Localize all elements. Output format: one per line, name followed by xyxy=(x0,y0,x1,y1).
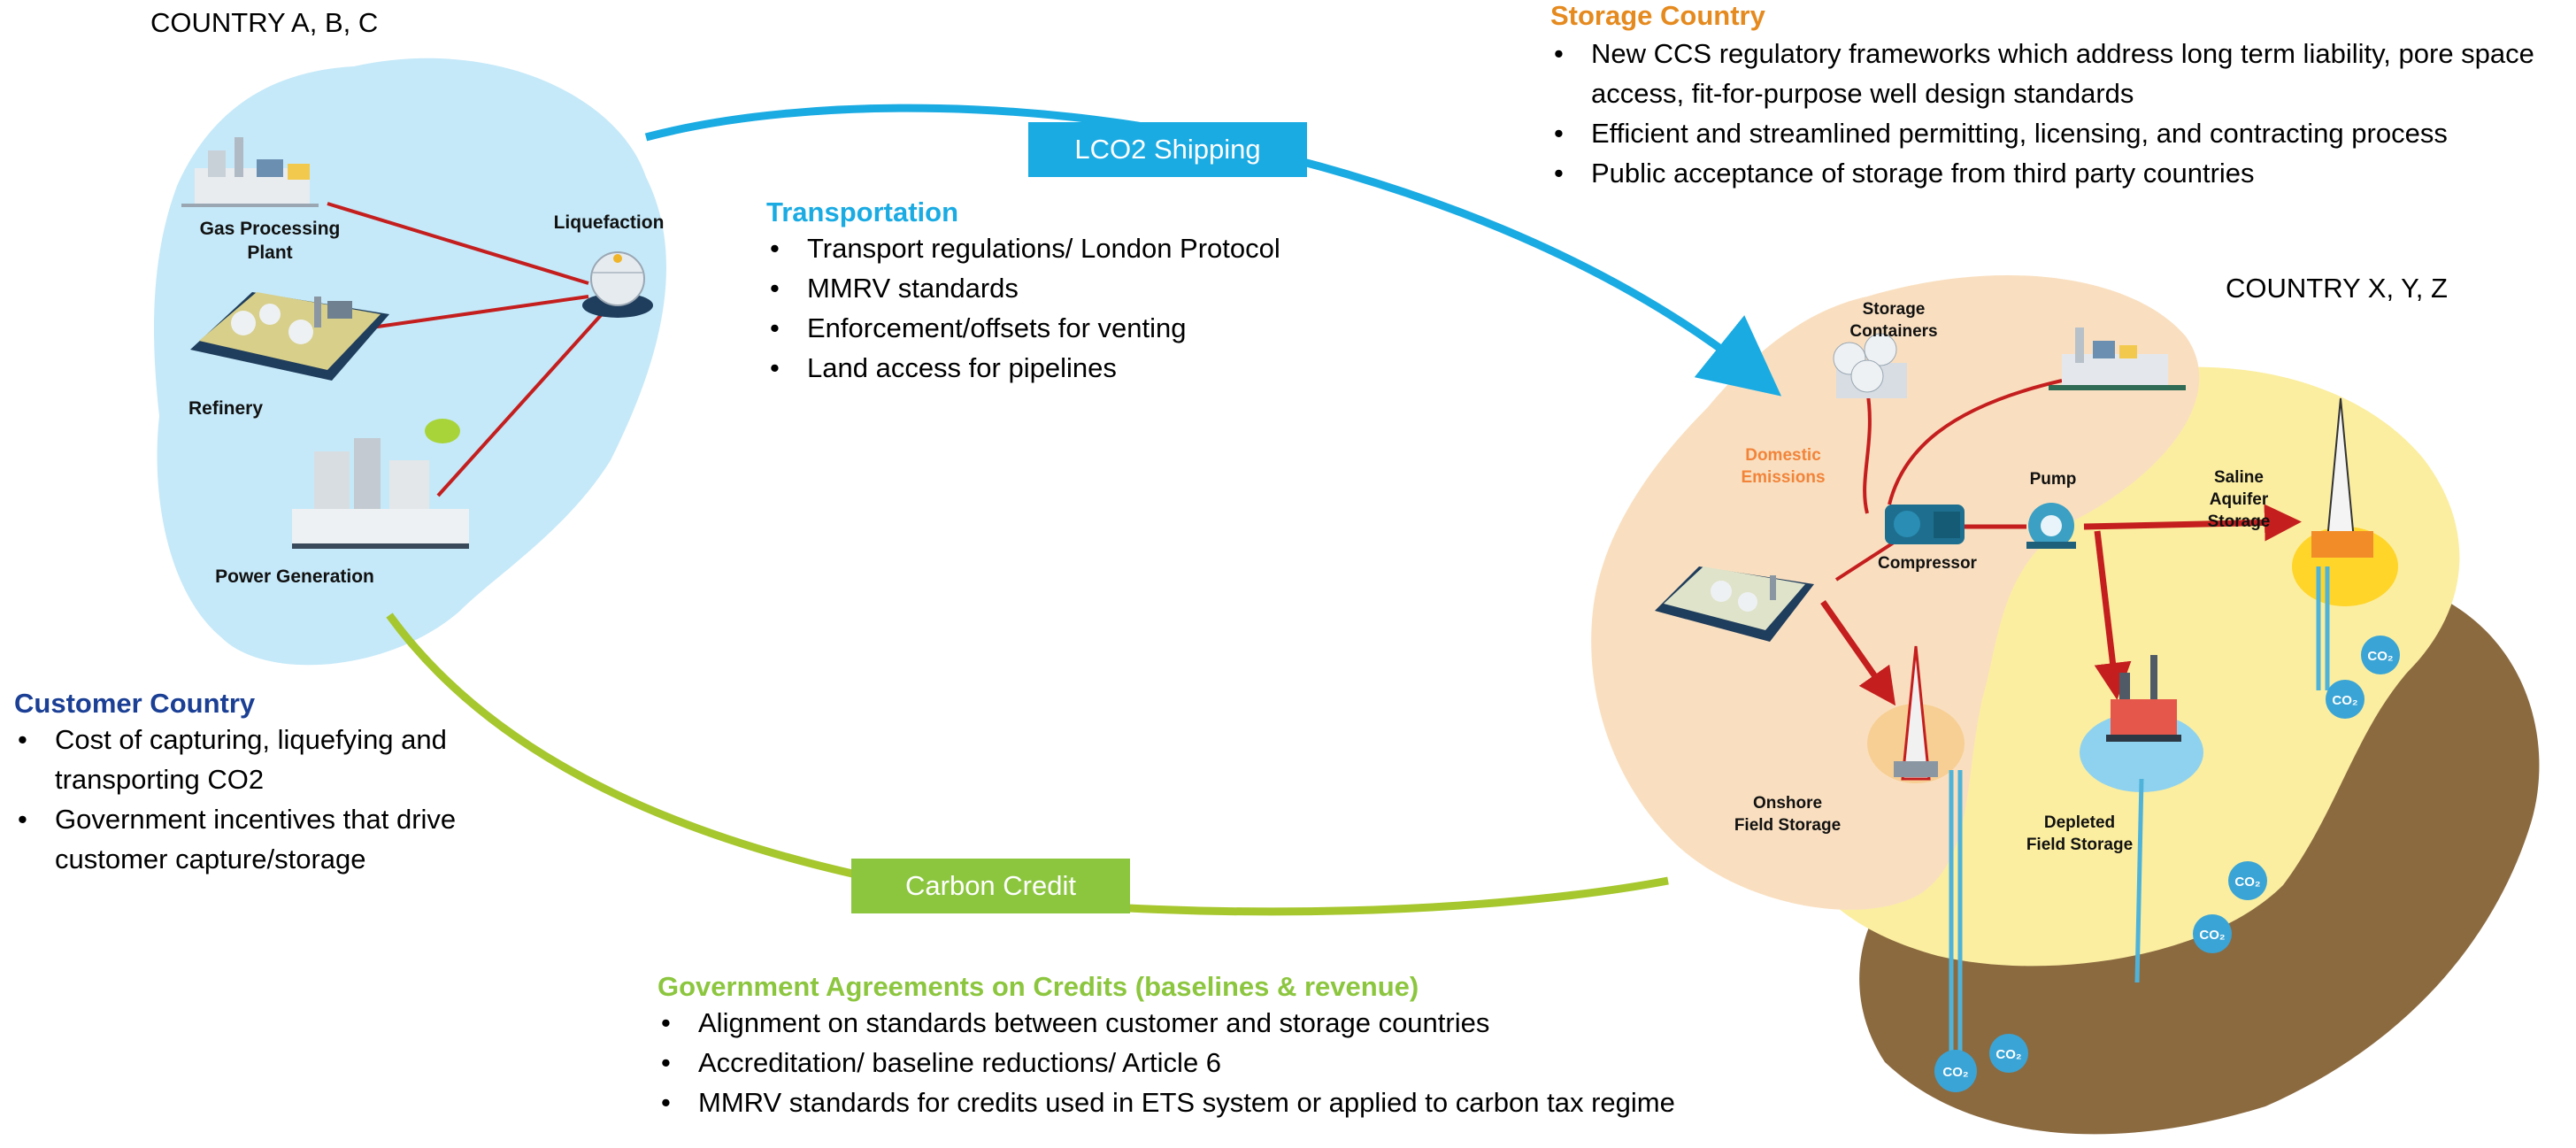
refinery-icon xyxy=(190,292,389,381)
refinery-to-liquefaction-line xyxy=(371,295,589,329)
peach-region xyxy=(1591,274,2200,910)
power-to-liquefaction-line xyxy=(436,312,604,497)
list-item: MMRV standards xyxy=(766,268,1439,308)
compressor-label: Compressor xyxy=(1878,554,1978,573)
pump-label: Pump xyxy=(2030,470,2077,489)
offshore-platform-icon xyxy=(2106,655,2181,742)
compressor-icon xyxy=(1885,505,1965,544)
gas-processing-label: Gas Processing xyxy=(200,219,341,239)
co2-bubble-label: CO₂ xyxy=(2367,649,2393,664)
storage-containers-icon xyxy=(1833,333,1907,398)
storage-country-title: Storage Country xyxy=(1550,0,1765,31)
saline-aquifer-label-3: Storage xyxy=(2208,512,2271,531)
storage-containers-label: Storage xyxy=(1863,300,1926,319)
list-item: New CCS regulatory frameworks which addr… xyxy=(1550,34,2568,113)
power-generation-icon xyxy=(292,419,469,549)
list-item: Efficient and streamlined permitting, li… xyxy=(1550,113,2568,153)
saline-aquifer-label: Saline xyxy=(2214,468,2264,487)
carbon-credit-pill: Carbon Credit xyxy=(851,859,1130,913)
depleted-well-line xyxy=(2134,778,2144,983)
onshore-drilling-rig-icon xyxy=(1894,645,1938,781)
government-agreements-title: Government Agreements on Credits (baseli… xyxy=(657,971,1419,1002)
domestic-emissions-label-2: Emissions xyxy=(1741,468,1825,487)
saline-aquifer-label-2: Aquifer xyxy=(2210,490,2269,509)
customer-country-block: Customer Country Cost of capturing, liqu… xyxy=(14,688,545,879)
transportation-block: Transportation Transport regulations/ Lo… xyxy=(766,196,1439,388)
domestic-refinery-icon xyxy=(1655,566,1814,642)
depleted-field-storage-label-2: Field Storage xyxy=(2026,836,2133,854)
onshore-field-storage-label-2: Field Storage xyxy=(1734,816,1841,835)
co2-bubble-label: CO₂ xyxy=(2199,928,2225,943)
government-agreements-list: Alignment on standards between customer … xyxy=(657,1003,1808,1122)
saline-drilling-rig-icon xyxy=(2311,397,2373,558)
list-item: Government incentives that drive custome… xyxy=(14,799,545,879)
customer-country-cloud xyxy=(154,58,666,666)
pump-icon xyxy=(2026,503,2076,549)
storage-containers-label-2: Containers xyxy=(1849,322,1937,341)
list-item: Alignment on standards between customer … xyxy=(657,1003,1808,1043)
country-abc-label: COUNTRY A, B, C xyxy=(150,7,379,38)
lco2-shipping-pill: LCO2 Shipping xyxy=(1028,122,1307,177)
liquefaction-label: Liquefaction xyxy=(554,212,665,233)
co2-bubble-label: CO₂ xyxy=(1995,1047,2021,1062)
liquefaction-tank-icon xyxy=(582,251,653,318)
gas-processing-plant-icon xyxy=(181,137,319,207)
country-xyz-label: COUNTRY X, Y, Z xyxy=(2226,273,2448,304)
gas-to-liquefaction-line xyxy=(327,202,589,285)
storage-country-list: New CCS regulatory frameworks which addr… xyxy=(1550,34,2568,193)
refinery-label: Refinery xyxy=(188,398,263,419)
customer-country-title: Customer Country xyxy=(14,688,256,719)
co2-bubble-label: CO₂ xyxy=(1942,1065,1968,1080)
storage-country-block: Storage Country New CCS regulatory frame… xyxy=(1550,0,2568,193)
onshore-field-storage-label: Onshore xyxy=(1753,794,1822,813)
domestic-emissions-label: Domestic xyxy=(1745,446,1821,465)
transportation-title: Transportation xyxy=(766,196,959,227)
list-item: Accreditation/ baseline reductions/ Arti… xyxy=(657,1043,1808,1083)
power-generation-label: Power Generation xyxy=(215,566,374,587)
customer-country-list: Cost of capturing, liquefying and transp… xyxy=(14,720,545,879)
gas-processing-label-2: Plant xyxy=(247,243,292,263)
list-item: Land access for pipelines xyxy=(766,348,1439,388)
transportation-list: Transport regulations/ London Protocol M… xyxy=(766,228,1439,388)
list-item: MMRV standards for credits used in ETS s… xyxy=(657,1083,1808,1122)
list-item: Cost of capturing, liquefying and transp… xyxy=(14,720,545,799)
list-item: Public acceptance of storage from third … xyxy=(1550,153,2568,193)
list-item: Transport regulations/ London Protocol xyxy=(766,228,1439,268)
list-item: Enforcement/offsets for venting xyxy=(766,308,1439,348)
domestic-plant-icon xyxy=(2049,327,2186,390)
government-agreements-block: Government Agreements on Credits (baseli… xyxy=(657,971,1808,1122)
depleted-field-storage-label: Depleted xyxy=(2044,813,2115,832)
co2-reservoir-bubbles: CO₂ CO₂ CO₂ CO₂ CO₂ CO₂ xyxy=(1934,636,2400,1092)
co2-bubble-label: CO₂ xyxy=(2234,874,2260,890)
co2-bubble-label: CO₂ xyxy=(2332,693,2357,708)
